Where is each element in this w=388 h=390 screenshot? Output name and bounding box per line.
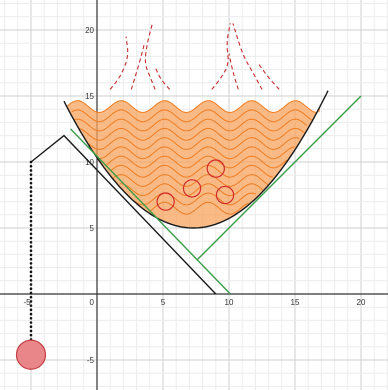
chain-link bbox=[29, 173, 33, 176]
liquid-wave-line bbox=[149, 201, 249, 215]
chain-link bbox=[29, 181, 33, 185]
bubble bbox=[215, 185, 235, 205]
liquid-wave-line bbox=[74, 118, 308, 132]
x-tick-label: 15 bbox=[291, 298, 300, 307]
chain-link bbox=[29, 232, 33, 236]
chain-link bbox=[29, 169, 33, 172]
liquid-wave-line bbox=[134, 192, 256, 206]
chain-link bbox=[29, 291, 33, 295]
x-tick-label: 0 bbox=[90, 298, 95, 307]
chain-link bbox=[29, 236, 33, 240]
chain-link bbox=[29, 325, 33, 329]
chain-link bbox=[29, 245, 33, 248]
chain-link bbox=[29, 304, 33, 307]
green-lines bbox=[70, 95, 362, 295]
x-tick-label: 5 bbox=[161, 298, 166, 307]
steam-curve bbox=[211, 23, 231, 90]
bowl-curve bbox=[63, 90, 329, 229]
chain-link bbox=[29, 164, 33, 168]
chain-link bbox=[29, 186, 33, 189]
chain-link bbox=[29, 287, 33, 291]
bubble bbox=[206, 159, 225, 178]
chain-link bbox=[29, 270, 33, 274]
liquid-wave-line bbox=[110, 164, 273, 178]
bubble bbox=[182, 179, 202, 198]
chain-link bbox=[29, 253, 33, 257]
y-tick-label: 15 bbox=[85, 92, 94, 101]
pendulum-circle[interactable] bbox=[15, 339, 47, 370]
chain-link bbox=[29, 190, 33, 193]
liquid-wave-line bbox=[98, 146, 295, 160]
y-tick-label: 20 bbox=[85, 26, 94, 35]
liquid-wave-line bbox=[120, 183, 264, 197]
chain-link bbox=[29, 266, 33, 269]
chain-link bbox=[29, 219, 33, 223]
steam-curve bbox=[144, 23, 156, 90]
green-line bbox=[70, 128, 231, 295]
y-tick-label: 5 bbox=[90, 224, 95, 233]
chain-link bbox=[29, 160, 33, 164]
steam-curve bbox=[232, 23, 263, 90]
steam-curve bbox=[257, 62, 280, 90]
green-line bbox=[196, 95, 362, 261]
liquid-wave-line bbox=[71, 109, 312, 123]
bubble bbox=[156, 192, 175, 211]
rod-line bbox=[30, 134, 217, 295]
rod-polyline bbox=[30, 134, 217, 295]
liquid-wave-line bbox=[112, 174, 269, 187]
x-tick-label: 20 bbox=[357, 298, 366, 307]
chain-link bbox=[29, 329, 33, 333]
chain-link bbox=[29, 228, 33, 231]
liquid-wave-line bbox=[79, 127, 305, 141]
chain-link bbox=[29, 300, 33, 303]
chain-link bbox=[29, 249, 33, 253]
chain-link bbox=[29, 240, 33, 244]
chain-link bbox=[29, 215, 33, 219]
chain-link bbox=[29, 202, 33, 206]
liquid-wave-line bbox=[105, 155, 288, 169]
x-tick-label: -5 bbox=[23, 298, 31, 307]
liquid-wave-line bbox=[88, 137, 300, 150]
chain-link bbox=[29, 194, 33, 198]
chain-link bbox=[29, 316, 33, 320]
chain-link bbox=[29, 211, 33, 214]
steam bbox=[109, 23, 280, 90]
bowl-parabola bbox=[63, 90, 329, 229]
chain bbox=[29, 160, 33, 345]
chain-link bbox=[29, 312, 33, 316]
y-tick-label: -5 bbox=[87, 356, 95, 365]
steam-curve bbox=[130, 43, 146, 90]
chain-link bbox=[29, 177, 33, 181]
chain-link bbox=[29, 295, 33, 299]
chain-link bbox=[29, 283, 33, 286]
chain-link bbox=[29, 308, 33, 312]
pendulum-ball[interactable] bbox=[15, 339, 47, 370]
liquid-wave-line bbox=[66, 100, 317, 114]
chain-link bbox=[29, 207, 33, 210]
steam-curve bbox=[228, 53, 239, 90]
chain-link bbox=[29, 278, 33, 282]
liquid-fill bbox=[66, 100, 320, 228]
steam-curve bbox=[109, 36, 129, 90]
chain-link bbox=[29, 321, 33, 324]
chain-link bbox=[29, 257, 33, 261]
chain-link bbox=[29, 198, 33, 202]
bubbles bbox=[156, 159, 235, 211]
chain-link bbox=[29, 262, 33, 265]
x-tick-label: 10 bbox=[225, 298, 234, 307]
chain-link bbox=[29, 274, 33, 278]
chain-link bbox=[29, 333, 33, 337]
chain-link bbox=[29, 224, 33, 227]
steam-curve bbox=[154, 66, 171, 90]
